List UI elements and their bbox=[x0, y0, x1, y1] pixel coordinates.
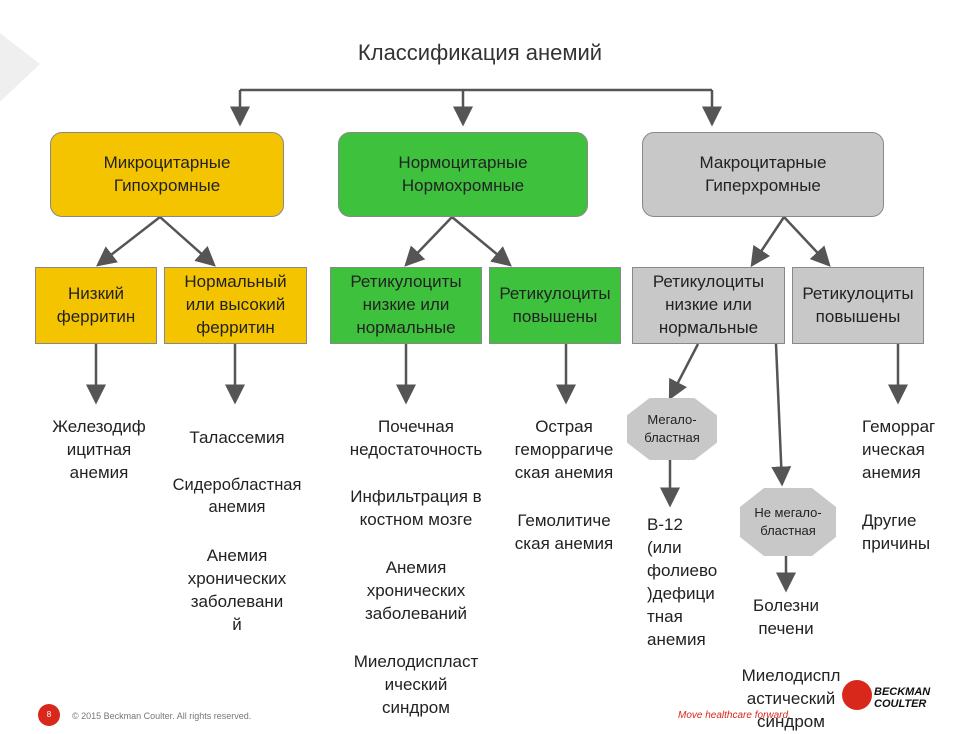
brand-logo-text: BECKMAN COULTER bbox=[874, 686, 930, 710]
page-number-badge: 8 bbox=[38, 704, 60, 726]
category-normocytic: Нормоцитарные Нормохромные bbox=[338, 132, 588, 217]
leaf-chronic-disease-1: Анемия хронических заболевани й bbox=[187, 546, 287, 634]
page-title: Классификация анемий bbox=[357, 40, 603, 65]
tagline: Move healthcare forward. bbox=[678, 710, 791, 721]
subgroup-normocytic-retic-low: Ретикулоциты низкие или нормальные bbox=[330, 267, 482, 344]
leaf-acute-hemorrhagic: Острая геморрагиче ская анемия bbox=[514, 417, 614, 482]
category-microcytic: Микроцитарные Гипохромные bbox=[50, 132, 284, 217]
leaf-hemorrhagic: Геморраг ическая анемия bbox=[862, 417, 936, 482]
leaf-hemolytic: Гемолитиче ская анемия bbox=[514, 511, 614, 553]
brand-line-1: BECKMAN bbox=[874, 686, 931, 698]
subgroup-macrocytic-retic-high: Ретикулоциты повышены bbox=[792, 267, 924, 344]
subgroup-normocytic-retic-high: Ретикулоциты повышены bbox=[489, 267, 621, 344]
brand-line-2: COULTER bbox=[874, 698, 927, 711]
leaf-marrow-infiltration: Инфильтрация в костном мозге bbox=[350, 487, 482, 529]
octagon-non-megaloblastic: Не мегало- бластная bbox=[740, 488, 836, 556]
leaf-liver-disease: Болезни печени bbox=[753, 596, 819, 638]
leaf-renal-failure: Почечная недостаточность bbox=[349, 417, 483, 459]
leaf-sideroblastic: Сидеробластная анемия bbox=[172, 476, 302, 517]
brand-logo-icon bbox=[842, 680, 872, 710]
subgroup-low-ferritin: Низкий ферритин bbox=[35, 267, 157, 344]
leaf-b12-deficiency: В-12 (или фолиево )дефици тная анемия bbox=[647, 515, 718, 649]
leaf-iron-deficiency: Железодиф ицитная анемия bbox=[52, 417, 146, 482]
copyright-text: © 2015 Beckman Coulter. All rights reser… bbox=[72, 711, 252, 721]
leaf-chronic-disease-2: Анемия хронических заболеваний bbox=[364, 558, 468, 623]
octagon-megaloblastic: Мегало- бластная bbox=[627, 398, 717, 460]
leaf-myelodysplastic-2: Миелодиспл астический синдром bbox=[741, 666, 841, 731]
subgroup-macrocytic-retic-low: Ретикулоциты низкие или нормальные bbox=[632, 267, 785, 344]
leaf-myelodysplastic-1: Миелодиспласт ический синдром bbox=[353, 652, 479, 717]
leaf-other-causes: Другие причины bbox=[862, 511, 931, 553]
subgroup-normal-high-ferritin: Нормальный или высокий ферритин bbox=[164, 267, 307, 344]
leaf-thalassemia: Талассемия bbox=[189, 428, 285, 447]
category-macrocytic: Макроцитарные Гиперхромные bbox=[642, 132, 884, 217]
